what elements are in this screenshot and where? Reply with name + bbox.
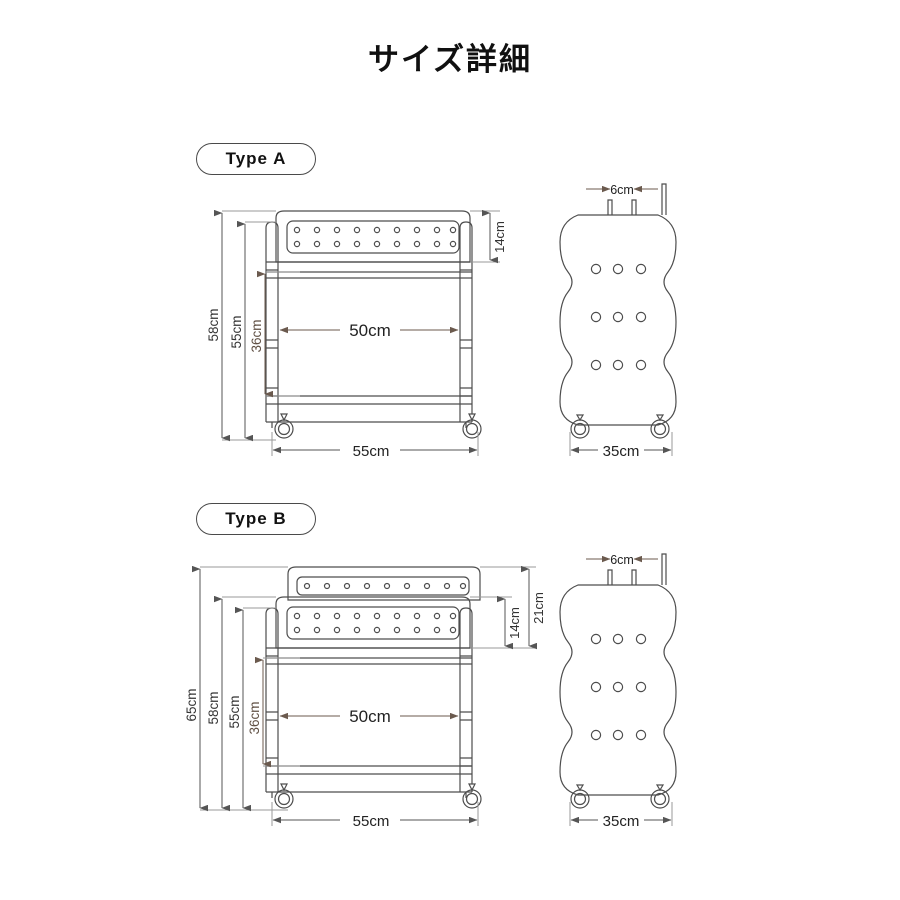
type-a-front-dimensions: [214, 209, 276, 442]
type-b-basket-depth-dimensions: [470, 565, 537, 650]
type-a-dim-14cm: 14cm: [492, 221, 507, 253]
type-a-dim-58cm: 58cm: [206, 308, 221, 341]
type-a-dim-36cm: 36cm: [249, 319, 264, 352]
type-a-dim-55cm: 55cm: [229, 315, 244, 348]
type-a-overall-width-dimension: [271, 432, 479, 456]
type-b-dim-50cm: 50cm: [349, 707, 391, 726]
type-a-badge: Type A: [196, 143, 316, 175]
type-b-vertical-dimension-labels: 65cm 58cm 55cm 36cm: [184, 688, 262, 734]
type-a-top-basket: [275, 210, 471, 263]
type-a-dim-width-55cm: 55cm: [353, 443, 390, 460]
type-a-dim-depth-35cm: 35cm: [603, 443, 640, 460]
type-a-shelf-gap-dimension: [257, 270, 300, 398]
type-b-casters: [274, 783, 482, 809]
type-b-side-casters: [570, 784, 670, 809]
type-b-depth-dimension: [569, 802, 673, 826]
type-b-handle-posts: [607, 553, 667, 585]
type-a-frame: [265, 221, 473, 428]
type-b-side-holes: [590, 633, 647, 741]
type-a-dim-6cm: 6cm: [610, 183, 634, 197]
type-b-dim-width-55cm: 55cm: [353, 813, 390, 830]
type-b-dim-65cm: 65cm: [184, 688, 199, 721]
type-b-dim-58cm: 58cm: [206, 691, 221, 724]
type-a-handle-posts: [607, 183, 667, 215]
type-a-side-view: [559, 183, 677, 439]
type-b-front-view: [265, 566, 482, 809]
type-b-dim-36cm: 36cm: [247, 701, 262, 734]
type-b-lower-basket: [275, 596, 471, 649]
type-a-dim-50cm: 50cm: [349, 321, 391, 340]
type-a-depth-dimension: [569, 432, 673, 456]
type-a-side-holes: [590, 263, 647, 371]
type-b-front-dimensions: [192, 565, 288, 812]
type-b-frame: [265, 607, 473, 798]
type-a-vertical-dimension-labels: 58cm 55cm 36cm: [206, 308, 264, 352]
type-b-overall-width-dimension: [271, 802, 479, 826]
type-b-side-view: [559, 553, 677, 809]
type-b-shelf-gap-dimension: [255, 656, 300, 768]
type-b-badge: Type B: [196, 503, 316, 535]
page-title: サイズ詳細: [367, 42, 533, 77]
type-b-dim-55cm: 55cm: [227, 695, 242, 728]
type-b-upper-basket: [287, 566, 481, 601]
type-a-casters: [274, 413, 482, 439]
type-a-basket-depth-dimension: [470, 209, 500, 264]
type-b-dim-depth-35cm: 35cm: [603, 813, 640, 830]
type-b-dim-14cm: 14cm: [507, 607, 522, 639]
type-b-dim-21cm: 21cm: [531, 592, 546, 624]
type-a-side-casters: [570, 414, 670, 439]
type-a-front-view: [265, 210, 482, 439]
type-b-dim-6cm: 6cm: [610, 553, 634, 567]
